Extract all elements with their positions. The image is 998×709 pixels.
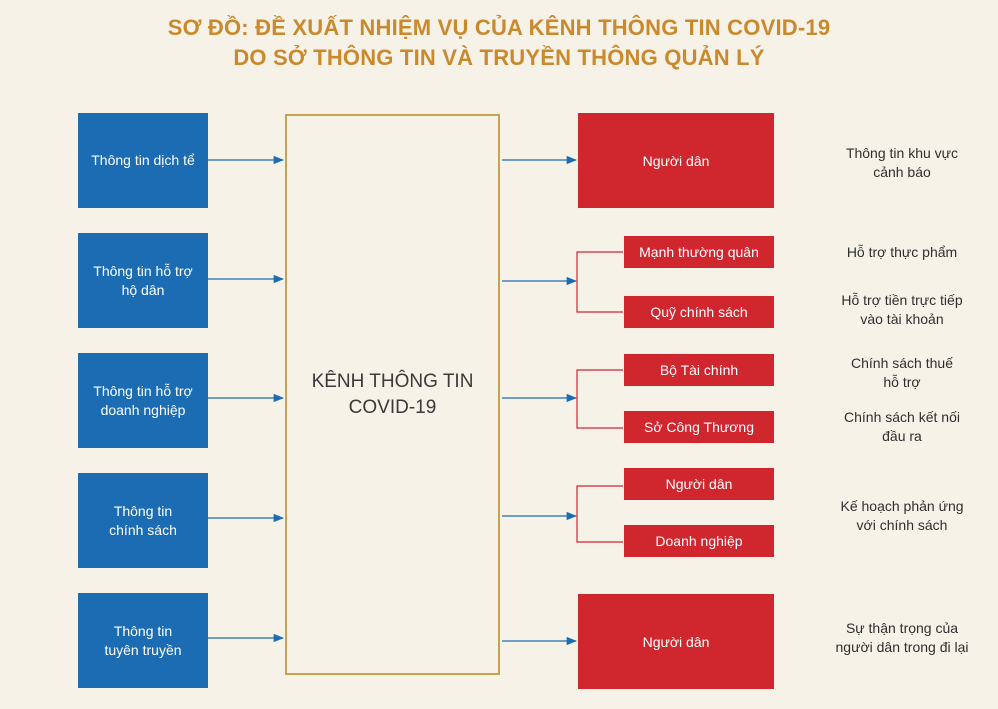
output-box-nguoi-dan-3: Người dân: [578, 594, 774, 689]
note-canh-bao: Thông tin khu vực cảnh báo: [845, 145, 959, 180]
output-box-nguoi-dan-2: Người dân: [624, 468, 774, 500]
bracket-1: [576, 251, 623, 313]
output-box-nguoi-dan-1: Người dân: [578, 113, 774, 208]
note-chinh-sach-thue: Chính sách thuế hỗ trợ: [851, 355, 953, 390]
bracket-3: [576, 485, 623, 543]
output-box-manh-thuong-quan: Mạnh thường quân: [624, 236, 774, 268]
output-box-bo-tai-chinh: Bộ Tài chính: [624, 354, 774, 386]
input-box-ho-tro-doanh-nghiep: Thông tin hỗ trợ doanh nghiệp: [78, 353, 208, 448]
note-ket-noi-dau-ra: Chính sách kết nối đầu ra: [844, 409, 960, 444]
input-box-dich-te: Thông tin dịch tể: [78, 113, 208, 208]
input-box-ho-tro-ho-dan: Thông tin hỗ trợ hộ dân: [78, 233, 208, 328]
center-channel-box: KÊNH THÔNG TIN COVID-19: [285, 114, 500, 675]
note-ke-hoach-phan-ung: Kế hoạch phản ứng với chính sách: [840, 498, 964, 533]
output-box-quy-chinh-sach: Quỹ chính sách: [624, 296, 774, 328]
input-box-tuyen-truyen: Thông tin tuyên truyền: [78, 593, 208, 688]
output-box-doanh-nghiep: Doanh nghiệp: [624, 525, 774, 557]
diagram-title-line-2: DO SỞ THÔNG TIN VÀ TRUYỀN THÔNG QUẢN LÝ: [233, 45, 765, 70]
note-thuc-pham: Hỗ trợ thực phẩm: [846, 244, 958, 260]
note-than-trong: Sự thận trọng của người dân trong đi lại: [835, 620, 969, 655]
input-box-chinh-sach: Thông tin chính sách: [78, 473, 208, 568]
bracket-2: [576, 369, 623, 429]
output-box-so-cong-thuong: Sở Công Thương: [624, 411, 774, 443]
note-tien-truc-tiep: Hỗ trợ tiền trực tiếp vào tài khoản: [841, 292, 963, 327]
diagram-title-line-1: SƠ ĐỒ: ĐỀ XUẤT NHIỆM VỤ CỦA KÊNH THÔNG T…: [167, 15, 831, 40]
